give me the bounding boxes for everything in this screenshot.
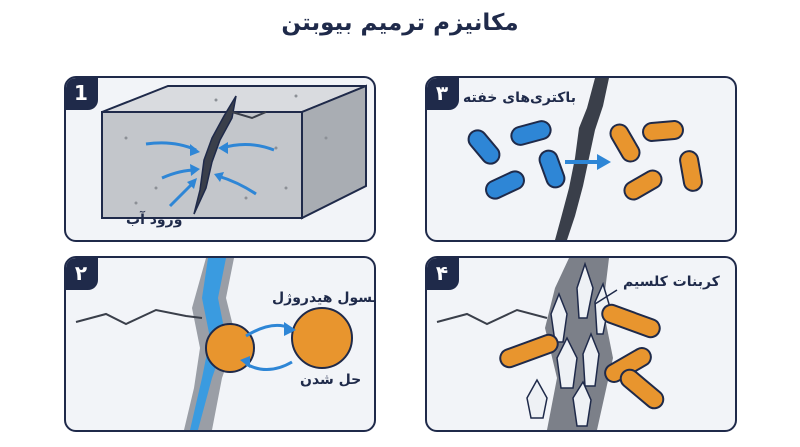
calcium-illustration [436, 258, 665, 430]
step-badge-1: 1 [66, 78, 98, 110]
label-hydrogel-capsule: کپسول هیدروژل [272, 290, 376, 306]
panel-hydrogel-capsule: ۲ کپسول هیدروژل حل شدن [64, 256, 376, 432]
label-dormant-bacteria: باکتری‌های خفته [463, 90, 576, 106]
diagram-title: مکانیزم ترمیم بیوبتن [281, 10, 519, 36]
label-water-entry: ورود آب [126, 212, 183, 228]
panel-dormant-bacteria: ۳ باکتری‌های خفته [425, 76, 737, 242]
panel-water-entry: 1 ورود آب [64, 76, 376, 242]
bacteria-illustration [467, 78, 703, 240]
step-badge-3: ۳ [427, 78, 459, 110]
concrete-block-illustration [101, 84, 367, 220]
step-badge-2: ۲ [66, 258, 98, 290]
panel-calcium-carbonate: ۴ کربنات کلسیم [425, 256, 737, 432]
label-calcium-carbonate: کربنات کلسیم [623, 274, 720, 290]
capsule-illustration [75, 258, 353, 430]
step-badge-4: ۴ [427, 258, 459, 290]
label-dissolve: حل شدن [300, 372, 362, 388]
